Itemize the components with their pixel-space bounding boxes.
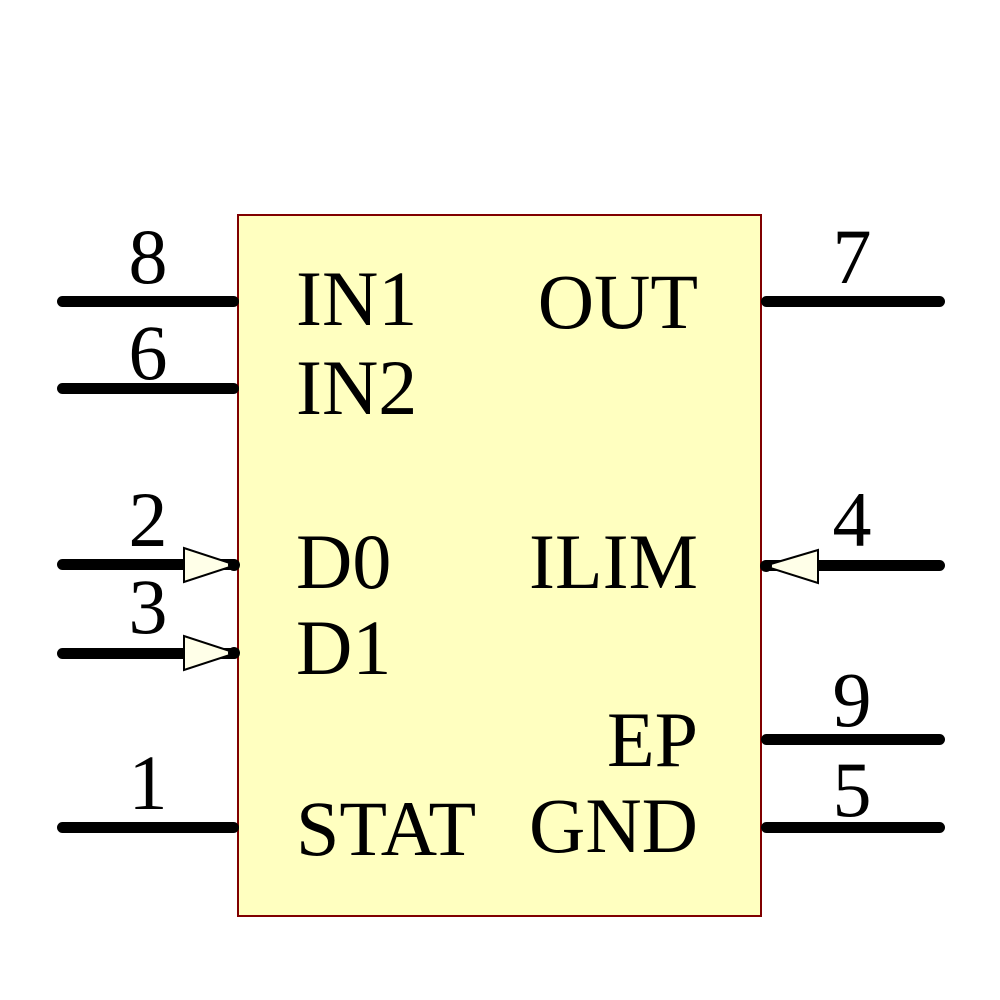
pin-number-5: 5 <box>832 746 872 833</box>
pin-wire-4[interactable] <box>761 560 945 571</box>
pin-number-7: 7 <box>832 213 872 300</box>
pin-label-in2: IN2 <box>296 344 418 431</box>
pin-number-4: 4 <box>832 476 872 563</box>
pin-number-2: 2 <box>128 476 168 563</box>
pin-wire-2[interactable] <box>57 559 239 570</box>
pin-number-9: 9 <box>832 656 872 743</box>
pin-wire-9[interactable] <box>761 734 945 745</box>
pin-label-stat: STAT <box>296 785 477 872</box>
pin-wire-8[interactable] <box>57 296 239 307</box>
pin-number-1: 1 <box>128 739 168 826</box>
pin-label-ep: EP <box>606 696 698 783</box>
pin-label-d0: D0 <box>296 518 392 605</box>
pin-wire-3[interactable] <box>57 648 239 659</box>
pin-label-out: OUT <box>537 258 698 345</box>
pin-number-8: 8 <box>128 213 168 300</box>
pin-wire-7[interactable] <box>761 296 945 307</box>
pin-number-3: 3 <box>128 563 168 650</box>
ic-symbol-body[interactable] <box>237 214 762 917</box>
pin-label-in1: IN1 <box>296 255 418 342</box>
pin-wire-6[interactable] <box>57 383 239 394</box>
pin-label-ilim: ILIM <box>529 518 698 605</box>
pin-wire-5[interactable] <box>761 822 945 833</box>
pin-label-d1: D1 <box>296 604 392 691</box>
pin-label-gnd: GND <box>529 782 698 869</box>
pin-wire-1[interactable] <box>57 822 239 833</box>
pin-number-6: 6 <box>128 309 168 396</box>
